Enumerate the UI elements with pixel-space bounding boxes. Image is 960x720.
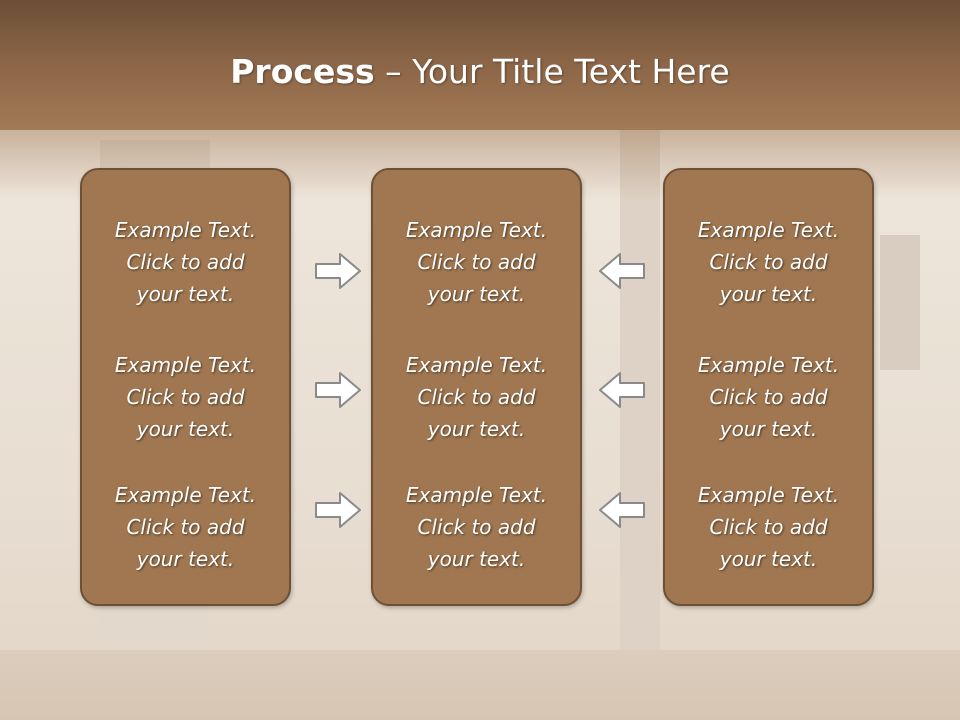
right-arrow-icon — [315, 372, 361, 408]
left-arrow-icon — [599, 253, 645, 289]
text-line: your text. — [427, 282, 526, 306]
text-block[interactable]: Example Text. Click to add your text. — [665, 214, 872, 310]
text-block[interactable]: Example Text. Click to add your text. — [665, 349, 872, 445]
process-box-left[interactable]: Example Text. Click to add your text. Ex… — [80, 168, 291, 606]
text-line: Click to add — [709, 515, 828, 539]
background-floor — [0, 650, 960, 720]
left-arrow-icon — [599, 492, 645, 528]
text-line: your text. — [427, 417, 526, 441]
title-bold: Process — [230, 52, 375, 91]
text-block[interactable]: Example Text. Click to add your text. — [373, 479, 580, 575]
text-line: Click to add — [417, 250, 536, 274]
text-line: Click to add — [417, 515, 536, 539]
right-arrow-icon — [315, 253, 361, 289]
text-line: Example Text. — [114, 218, 257, 242]
text-line: your text. — [719, 547, 818, 571]
text-line: Click to add — [709, 385, 828, 409]
slide-title[interactable]: Process – Your Title Text Here — [0, 52, 960, 91]
text-line: Example Text. — [114, 483, 257, 507]
left-arrow-icon — [599, 372, 645, 408]
text-line: your text. — [719, 417, 818, 441]
process-box-right[interactable]: Example Text. Click to add your text. Ex… — [663, 168, 874, 606]
text-line: Example Text. — [697, 353, 840, 377]
text-line: Example Text. — [405, 483, 548, 507]
background-cabinet — [880, 235, 920, 370]
text-line: Click to add — [417, 385, 536, 409]
text-line: your text. — [719, 282, 818, 306]
text-line: your text. — [136, 547, 235, 571]
text-line: Example Text. — [405, 218, 548, 242]
text-block[interactable]: Example Text. Click to add your text. — [82, 214, 289, 310]
text-line: your text. — [427, 547, 526, 571]
text-block[interactable]: Example Text. Click to add your text. — [373, 214, 580, 310]
text-line: Click to add — [126, 515, 245, 539]
text-line: Click to add — [126, 250, 245, 274]
text-line: your text. — [136, 282, 235, 306]
text-line: your text. — [136, 417, 235, 441]
text-block[interactable]: Example Text. Click to add your text. — [373, 349, 580, 445]
text-line: Click to add — [709, 250, 828, 274]
title-band — [0, 0, 960, 130]
title-rest: – Your Title Text Here — [374, 52, 730, 91]
text-block[interactable]: Example Text. Click to add your text. — [82, 349, 289, 445]
process-box-center[interactable]: Example Text. Click to add your text. Ex… — [371, 168, 582, 606]
text-block[interactable]: Example Text. Click to add your text. — [665, 479, 872, 575]
text-line: Click to add — [126, 385, 245, 409]
right-arrow-icon — [315, 492, 361, 528]
text-block[interactable]: Example Text. Click to add your text. — [82, 479, 289, 575]
text-line: Example Text. — [114, 353, 257, 377]
text-line: Example Text. — [697, 483, 840, 507]
text-line: Example Text. — [405, 353, 548, 377]
text-line: Example Text. — [697, 218, 840, 242]
background-divider — [620, 130, 660, 690]
